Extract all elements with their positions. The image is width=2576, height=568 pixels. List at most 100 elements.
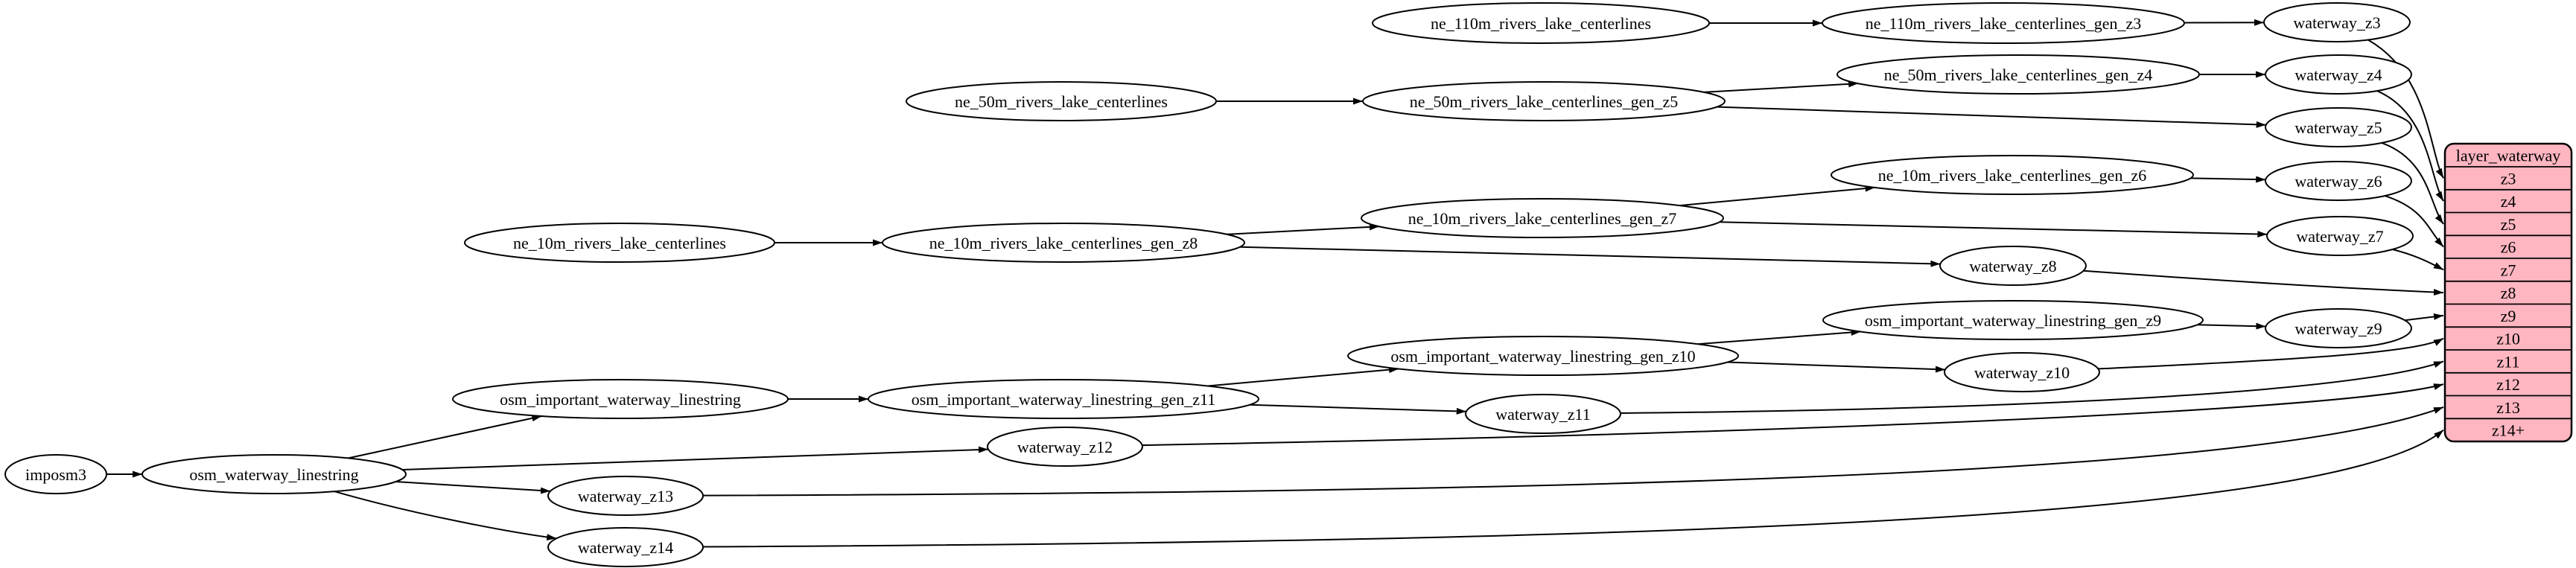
node-ne_10m_rivers_lake_centerlines_gen_z6: ne_10m_rivers_lake_centerlines_gen_z6 xyxy=(1831,155,2194,195)
node-osm_important_waterway_linestring_gen_z11: osm_important_waterway_linestring_gen_z1… xyxy=(868,379,1259,419)
node-label: waterway_z12 xyxy=(1017,438,1113,456)
edge-osm_important_waterway_linestring_gen_z9-to-waterway_z9 xyxy=(2197,322,2266,330)
table-row-z14plus: z14+ xyxy=(2492,421,2525,440)
node-osm_important_waterway_linestring_gen_z9: osm_important_waterway_linestring_gen_z9 xyxy=(1822,300,2204,340)
node-ellipse xyxy=(1822,2,2185,44)
node-label: ne_50m_rivers_lake_centerlines_gen_z5 xyxy=(1410,92,1678,111)
edge-ne_10m_rivers_lake_centerlines_gen_z8-to-ne_10m_rivers_lake_centerlines_gen_z7 xyxy=(1227,223,1379,235)
node-waterway_z3: waterway_z3 xyxy=(2263,2,2411,42)
node-ne_110m_rivers_lake_centerlines_gen_z3: ne_110m_rivers_lake_centerlines_gen_z3 xyxy=(1822,2,2185,44)
layer-waterway-title: layer_waterway xyxy=(2456,147,2560,165)
node-ellipse xyxy=(1465,394,1621,434)
node-label: ne_10m_rivers_lake_centerlines_gen_z7 xyxy=(1408,209,1676,228)
node-ellipse xyxy=(2265,54,2412,95)
table-row-z6: z6 xyxy=(2501,238,2516,257)
node-ellipse xyxy=(4,454,107,494)
table-row-z7: z7 xyxy=(2501,261,2516,279)
node-ne_50m_rivers_lake_centerlines_gen_z5: ne_50m_rivers_lake_centerlines_gen_z5 xyxy=(1362,81,1726,121)
edge-ne_50m_rivers_lake_centerlines_gen_z5-to-ne_50m_rivers_lake_centerlines_gen_z4 xyxy=(1703,80,1859,93)
node-ellipse xyxy=(2265,161,2412,201)
node-ellipse xyxy=(1822,300,2204,340)
node-ellipse xyxy=(547,476,704,516)
edge-waterway_z11-to-layer_waterway_z11 xyxy=(1620,360,2444,414)
node-waterway_z5: waterway_z5 xyxy=(2265,107,2412,147)
node-osm_important_waterway_linestring_gen_z10: osm_important_waterway_linestring_gen_z1… xyxy=(1347,336,1739,376)
edge-waterway_z14-to-layer_waterway_z14+ xyxy=(702,429,2444,548)
table-row-z12: z12 xyxy=(2496,375,2520,394)
node-waterway_z14: waterway_z14 xyxy=(547,527,704,567)
edge-ne_10m_rivers_lake_centerlines_gen_z6-to-waterway_z6 xyxy=(2190,176,2266,183)
node-label: ne_10m_rivers_lake_centerlines_gen_z6 xyxy=(1878,166,2146,185)
edge-waterway_z8-to-layer_waterway_z8 xyxy=(2083,269,2444,296)
record-table-layer: layer_waterwayz3z4z5z6z7z8z9z10z11z12z13… xyxy=(2443,142,2573,443)
node-label: waterway_z14 xyxy=(578,538,673,557)
table-row-z3: z3 xyxy=(2501,169,2516,188)
node-ellipse xyxy=(1362,81,1726,121)
node-waterway_z13: waterway_z13 xyxy=(547,476,704,516)
node-label: waterway_z3 xyxy=(2293,13,2380,32)
node-label: osm_important_waterway_linestring xyxy=(500,390,741,409)
edge-waterway_z6-to-layer_waterway_z6 xyxy=(2384,195,2444,248)
table-row-z8: z8 xyxy=(2501,284,2516,302)
edge-osm_important_waterway_linestring_gen_z10-to-waterway_z10 xyxy=(1727,361,1946,373)
edge-waterway_z4-to-layer_waterway_z4 xyxy=(2376,90,2444,202)
table-row-z11: z11 xyxy=(2497,352,2520,371)
node-ellipse xyxy=(1831,155,2194,195)
node-waterway_z10: waterway_z10 xyxy=(1944,352,2100,392)
record-node-layer_waterway: layer_waterwayz3z4z5z6z7z8z9z10z11z12z13… xyxy=(2443,142,2573,443)
edge-ne_10m_rivers_lake_centerlines_gen_z7-to-ne_10m_rivers_lake_centerlines_gen_z6 xyxy=(1679,185,1875,207)
node-label: waterway_z4 xyxy=(2294,66,2382,84)
node-label: waterway_z8 xyxy=(1969,257,2056,275)
node-osm_important_waterway_linestring: osm_important_waterway_linestring xyxy=(452,379,789,419)
node-waterway_z8: waterway_z8 xyxy=(1939,246,2087,286)
node-label: waterway_z13 xyxy=(578,487,673,505)
edge-waterway_z10-to-layer_waterway_z10 xyxy=(2098,337,2444,370)
node-ellipse xyxy=(2263,2,2411,42)
edge-osm_important_waterway_linestring_gen_z11-to-waterway_z11 xyxy=(1249,403,1466,415)
node-label: waterway_z6 xyxy=(2294,172,2382,191)
node-label: osm_waterway_linestring xyxy=(189,465,358,484)
node-ellipse xyxy=(882,223,1245,263)
node-label: ne_110m_rivers_lake_centerlines xyxy=(1431,14,1651,33)
edge-osm_waterway_linestring-to-waterway_z14 xyxy=(334,491,557,541)
edge-waterway_z7-to-layer_waterway_z7 xyxy=(2392,249,2444,271)
edge-osm_waterway_linestring-to-osm_important_waterway_linestring xyxy=(347,415,542,459)
layer-waterway-box xyxy=(2443,142,2573,443)
edge-waterway_z9-to-layer_waterway_z9 xyxy=(2404,313,2444,322)
node-ne_110m_rivers_lake_centerlines: ne_110m_rivers_lake_centerlines xyxy=(1372,2,1710,44)
node-label: ne_10m_rivers_lake_centerlines xyxy=(513,234,726,252)
node-label: osm_important_waterway_linestring_gen_z1… xyxy=(1390,347,1695,366)
node-label: osm_important_waterway_linestring_gen_z9 xyxy=(1865,311,2161,330)
node-ne_10m_rivers_lake_centerlines_gen_z8: ne_10m_rivers_lake_centerlines_gen_z8 xyxy=(882,223,1245,263)
node-label: ne_50m_rivers_lake_centerlines xyxy=(955,92,1168,111)
table-row-z9: z9 xyxy=(2501,307,2516,325)
edge-ne_10m_rivers_lake_centerlines_gen_z7-to-waterway_z7 xyxy=(1719,221,2268,238)
node-ellipse xyxy=(1939,246,2087,286)
node-ellipse xyxy=(1372,2,1710,44)
node-ellipse xyxy=(547,527,704,567)
table-row-z4: z4 xyxy=(2501,192,2516,211)
node-waterway_z4: waterway_z4 xyxy=(2265,54,2412,95)
node-imposm3: imposm3 xyxy=(4,454,107,494)
node-ellipse xyxy=(1944,352,2100,392)
edge-osm_important_waterway_linestring_gen_z10-to-osm_important_waterway_linestring_gen_z9 xyxy=(1697,329,1861,345)
node-ellipse xyxy=(2265,308,2412,348)
edge-waterway_z12-to-layer_waterway_z12 xyxy=(1142,383,2444,447)
node-ellipse xyxy=(1347,336,1739,376)
table-row-z10: z10 xyxy=(2496,330,2520,348)
node-label: waterway_z7 xyxy=(2296,227,2383,246)
edge-waterway_z5-to-layer_waterway_z5 xyxy=(2381,141,2444,225)
node-ellipse xyxy=(1836,54,2200,95)
node-label: osm_important_waterway_linestring_gen_z1… xyxy=(912,390,1216,409)
node-waterway_z9: waterway_z9 xyxy=(2265,308,2412,348)
edge-ne_10m_rivers_lake_centerlines_gen_z8-to-waterway_z8 xyxy=(1239,246,1941,267)
edge-waterway_z3-to-layer_waterway_z3 xyxy=(2367,39,2444,179)
node-ellipse xyxy=(868,379,1259,419)
node-label: imposm3 xyxy=(25,465,86,484)
node-ellipse xyxy=(2266,216,2414,256)
node-osm_waterway_linestring: osm_waterway_linestring xyxy=(141,454,407,494)
table-row-z5: z5 xyxy=(2501,215,2516,234)
edge-osm_important_waterway_linestring_gen_z11-to-osm_important_waterway_linestring_gen_z10 xyxy=(1207,366,1399,387)
node-label: waterway_z5 xyxy=(2294,118,2382,137)
